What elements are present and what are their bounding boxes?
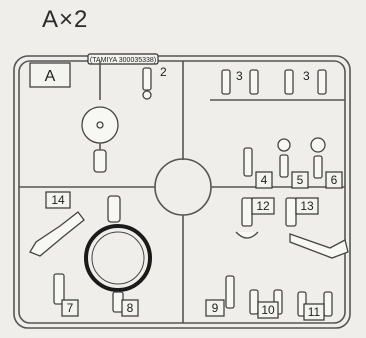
part-6-body [313, 155, 323, 179]
part-10-box [257, 301, 279, 319]
part-12-body [241, 197, 253, 227]
part-number-13: 13 [300, 199, 314, 213]
sprue-frame-inner [18, 60, 346, 324]
part-number-7: 7 [67, 301, 74, 315]
part-7-box [61, 299, 79, 317]
part-number-14: 14 [51, 193, 65, 207]
part-5-body [279, 154, 289, 178]
part-number-9: 9 [212, 301, 219, 315]
part-2-end [142, 90, 152, 100]
frame-label-box [29, 62, 71, 88]
part-6-box [325, 171, 343, 189]
part-number-10: 10 [261, 303, 275, 317]
part-number-3b: 3 [303, 69, 310, 83]
part-11b-body [323, 291, 333, 317]
tire-inner [91, 231, 145, 285]
maker-text: (TAMIYA 300035338) [90, 57, 156, 64]
part-13-box [295, 197, 319, 215]
part-9-box [205, 299, 225, 317]
part-12-box [251, 197, 275, 215]
part-5-box [291, 171, 309, 189]
part-7-body [53, 273, 65, 305]
part-stem [93, 149, 107, 173]
part-10a-body [249, 289, 259, 315]
part-number-11: 11 [308, 305, 321, 319]
part-3c-body [284, 69, 294, 95]
part-3b-body [249, 69, 259, 95]
part-9-body [225, 275, 235, 309]
tire-ring [84, 224, 152, 292]
sprue-frame [13, 55, 351, 329]
part-number-5: 5 [297, 173, 304, 187]
part-3a-body [221, 69, 231, 95]
part-3d-body [317, 69, 327, 95]
part-12-fork [235, 231, 259, 239]
part-13-arm [289, 233, 349, 259]
part-14-arm [29, 211, 85, 257]
runner-hub [154, 158, 212, 216]
part-4-body [243, 147, 253, 177]
part-4-box [255, 171, 273, 189]
part-number-8: 8 [127, 301, 134, 315]
part-11-box [303, 303, 325, 321]
frame-label: A [45, 68, 56, 85]
part-8-box [121, 299, 139, 317]
part-2-body [142, 67, 152, 91]
maker-strip [87, 53, 159, 65]
part-number-4: 4 [261, 173, 268, 187]
part-number-6: 6 [331, 173, 338, 187]
part-13-body [285, 197, 297, 227]
part-5-ring [277, 138, 291, 152]
part-disc-hub [96, 121, 104, 129]
part-number-2: 2 [160, 65, 167, 79]
part-number-3a: 3 [236, 69, 243, 83]
part-14-stem [107, 195, 121, 223]
part-number-12: 12 [256, 199, 270, 213]
part-14-box [45, 191, 71, 209]
part-6-ring [310, 137, 326, 153]
figure-title: A×2 [42, 6, 89, 33]
